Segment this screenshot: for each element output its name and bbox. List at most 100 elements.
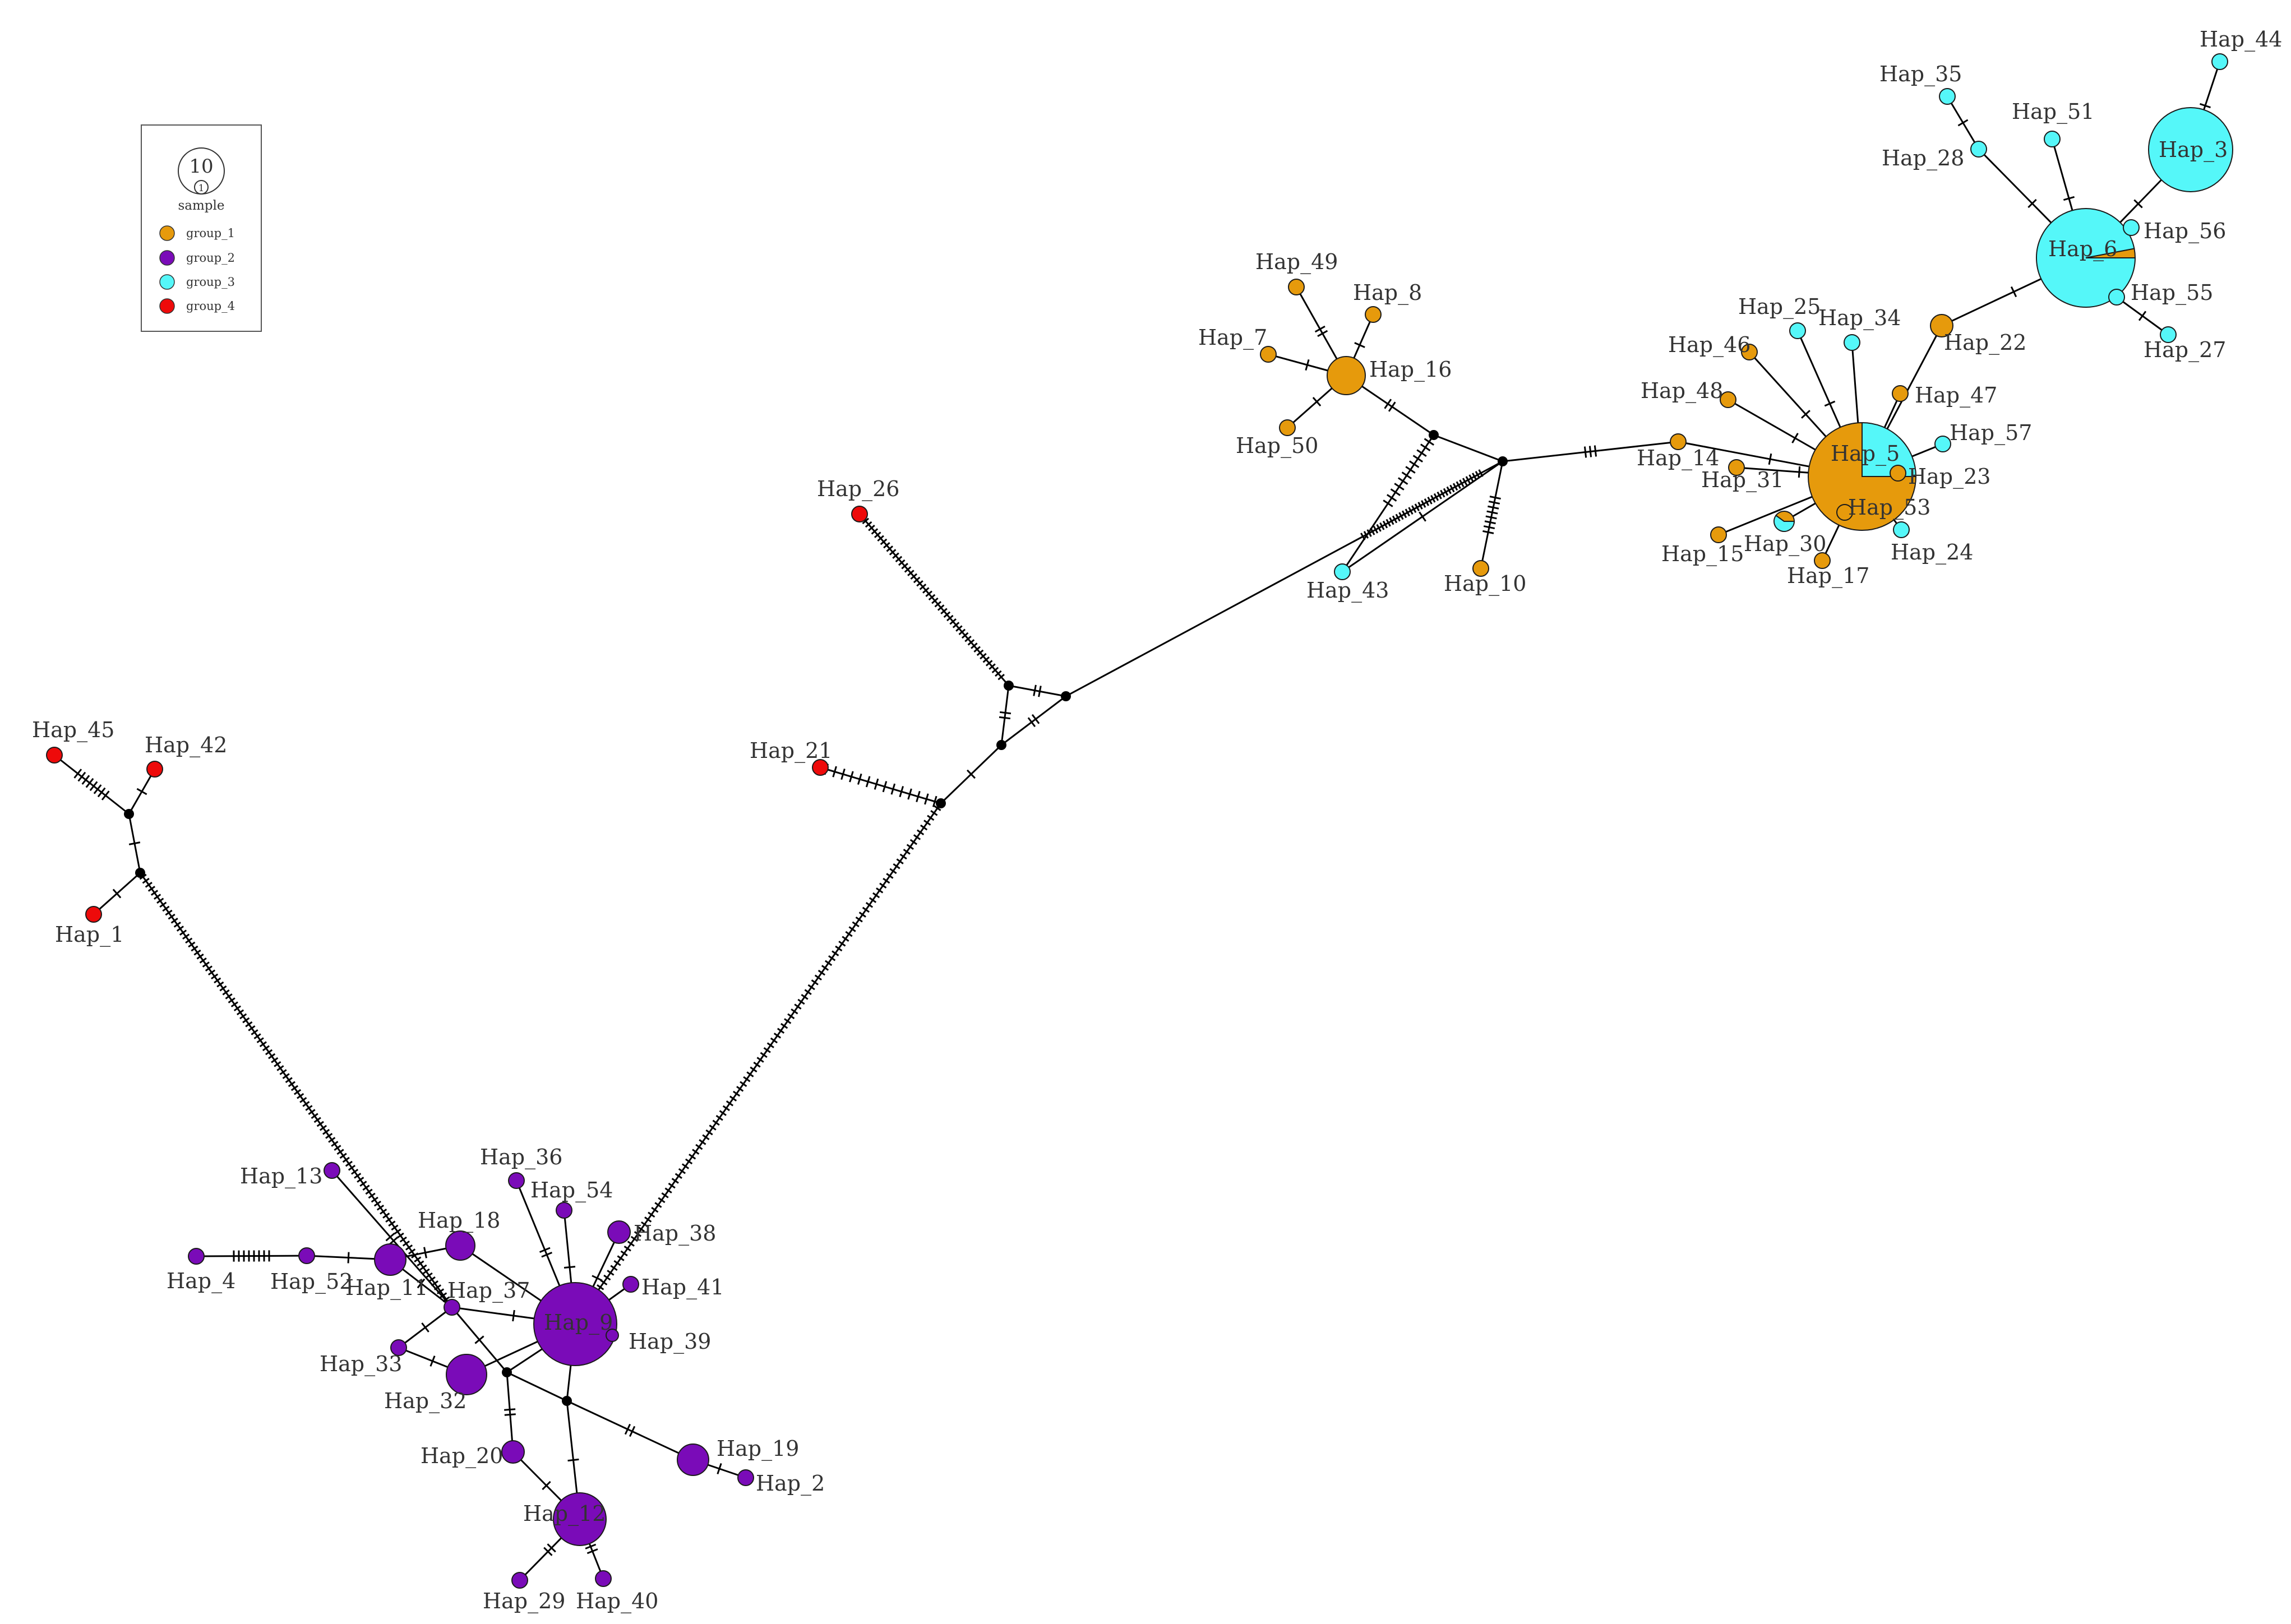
node-circle (1327, 356, 1366, 395)
mutation-tick (328, 1137, 336, 1143)
mutation-tick (999, 716, 1011, 720)
mutation-tick (1370, 528, 1375, 535)
node-circle (737, 1469, 754, 1486)
haplotype-node-hap-24[interactable] (1893, 521, 1910, 538)
haplotype-node-hap-37[interactable] (444, 1299, 460, 1316)
node-circle (1789, 322, 1806, 339)
haplotype-node-hap-21[interactable] (812, 759, 829, 776)
haplotype-node-hap-19[interactable] (677, 1443, 709, 1476)
haplotype-node-hap-36[interactable] (508, 1172, 525, 1189)
haplotype-node-hap-50[interactable] (1279, 419, 1296, 436)
haplotype-node-hap-42[interactable] (146, 761, 163, 778)
haplotype-node-hap-47[interactable] (1892, 385, 1909, 402)
haplotype-node-hap-3[interactable] (2148, 107, 2233, 192)
legend-scale-small-circle (194, 180, 209, 195)
haplotype-node-hap-27[interactable] (2160, 326, 2177, 343)
mutation-tick (1440, 489, 1445, 498)
haplotype-node-hap-32[interactable] (446, 1354, 487, 1395)
mutation-tick (719, 1110, 727, 1116)
haplotype-node-hap-52[interactable] (298, 1247, 315, 1264)
mutation-tick (913, 834, 921, 840)
haplotype-node-hap-5[interactable] (1808, 422, 1917, 531)
haplotype-node-hap-54[interactable] (556, 1202, 572, 1219)
haplotype-node-hap-9[interactable] (533, 1282, 617, 1366)
haplotype-node-hap-15[interactable] (1710, 526, 1727, 543)
haplotype-node-hap-55[interactable] (2108, 289, 2125, 306)
mutation-tick (882, 781, 888, 793)
haplotype-node-hap-30[interactable] (1773, 511, 1795, 532)
mutation-tick (961, 632, 969, 639)
haplotype-node-hap-7[interactable] (1260, 346, 1277, 363)
haplotype-node-hap-26[interactable] (851, 506, 868, 522)
haplotype-node-hap-13[interactable] (324, 1162, 340, 1179)
haplotype-node-hap-22[interactable] (1930, 314, 1953, 337)
edge-line (506, 1372, 514, 1452)
haplotype-node-hap-34[interactable] (1844, 334, 1860, 351)
haplotype-node-hap-44[interactable] (2211, 53, 2228, 70)
haplotype-node-hap-43[interactable] (1334, 563, 1351, 580)
haplotype-node-hap-41[interactable] (622, 1276, 639, 1293)
mutation-tick (1449, 484, 1455, 493)
haplotype-node-hap-4[interactable] (188, 1248, 205, 1265)
mutation-tick (371, 1196, 378, 1203)
haplotype-node-hap-33[interactable] (390, 1339, 407, 1356)
haplotype-node-hap-28[interactable] (1970, 141, 1987, 158)
haplotype-node-hap-16[interactable] (1327, 356, 1366, 395)
node-circle (508, 1172, 525, 1189)
node-circle (374, 1243, 407, 1276)
mutation-tick (1385, 519, 1391, 527)
haplotype-node-hap-8[interactable] (1365, 306, 1382, 323)
edge-mv5-mv6 (940, 744, 1003, 804)
haplotype-node-hap-18[interactable] (445, 1230, 475, 1261)
node-circle (2211, 53, 2228, 70)
mutation-tick (1314, 325, 1325, 333)
haplotype-node-hap-29[interactable] (511, 1572, 528, 1589)
haplotype-node-hap-56[interactable] (2123, 219, 2140, 236)
haplotype-node-hap-46[interactable] (1741, 344, 1758, 360)
edge-mv9-Hap_37 (136, 869, 456, 1311)
haplotype-node-hap-12[interactable] (553, 1492, 607, 1546)
haplotype-node-hap-40[interactable] (595, 1570, 612, 1587)
mutation-tick (1317, 330, 1328, 337)
haplotype-node-hap-1[interactable] (85, 906, 102, 923)
haplotype-node-hap-57[interactable] (1934, 436, 1951, 452)
haplotype-node-hap-2[interactable] (737, 1469, 754, 1486)
mutation-tick (150, 890, 159, 896)
haplotype-node-hap-23[interactable] (1890, 465, 1906, 482)
mutation-tick (265, 1049, 273, 1056)
haplotype-node-hap-38[interactable] (607, 1220, 631, 1244)
node-circle (1970, 141, 1987, 158)
mutation-tick (763, 1047, 771, 1053)
median-vector-mv6 (936, 798, 946, 808)
mutation-tick (308, 1109, 316, 1115)
mutation-tick (832, 766, 837, 778)
mutation-tick (182, 933, 190, 940)
edge-mv10-Hap_20 (504, 1372, 516, 1452)
haplotype-node-hap-10[interactable] (1472, 560, 1489, 577)
haplotype-node-hap-11[interactable] (374, 1243, 407, 1276)
haplotype-node-hap-53[interactable] (1836, 504, 1853, 521)
haplotype-node-hap-39[interactable] (606, 1329, 619, 1342)
haplotype-node-hap-17[interactable] (1814, 552, 1831, 569)
mutation-tick (746, 1071, 754, 1077)
haplotype-node-hap-25[interactable] (1789, 322, 1806, 339)
haplotype-label: Hap_29 (483, 1589, 565, 1614)
haplotype-node-hap-6[interactable] (2036, 208, 2136, 308)
edge-line (54, 754, 130, 815)
haplotype-node-hap-14[interactable] (1670, 433, 1687, 450)
median-vector-mv1 (1429, 430, 1439, 440)
haplotype-node-hap-31[interactable] (1728, 459, 1745, 476)
mutation-tick (1472, 473, 1477, 480)
mutation-tick (869, 897, 877, 903)
haplotype-node-hap-45[interactable] (46, 747, 63, 764)
haplotype-node-hap-35[interactable] (1939, 88, 1956, 105)
haplotype-node-hap-49[interactable] (1288, 279, 1305, 295)
mutation-tick (1401, 510, 1407, 519)
haplotype-label: Hap_46 (1668, 332, 1750, 358)
haplotype-node-hap-51[interactable] (2044, 131, 2061, 147)
mutation-tick (1424, 498, 1430, 506)
mutation-tick (624, 1423, 631, 1435)
haplotype-node-hap-20[interactable] (501, 1440, 525, 1464)
haplotype-node-hap-48[interactable] (1720, 391, 1736, 408)
